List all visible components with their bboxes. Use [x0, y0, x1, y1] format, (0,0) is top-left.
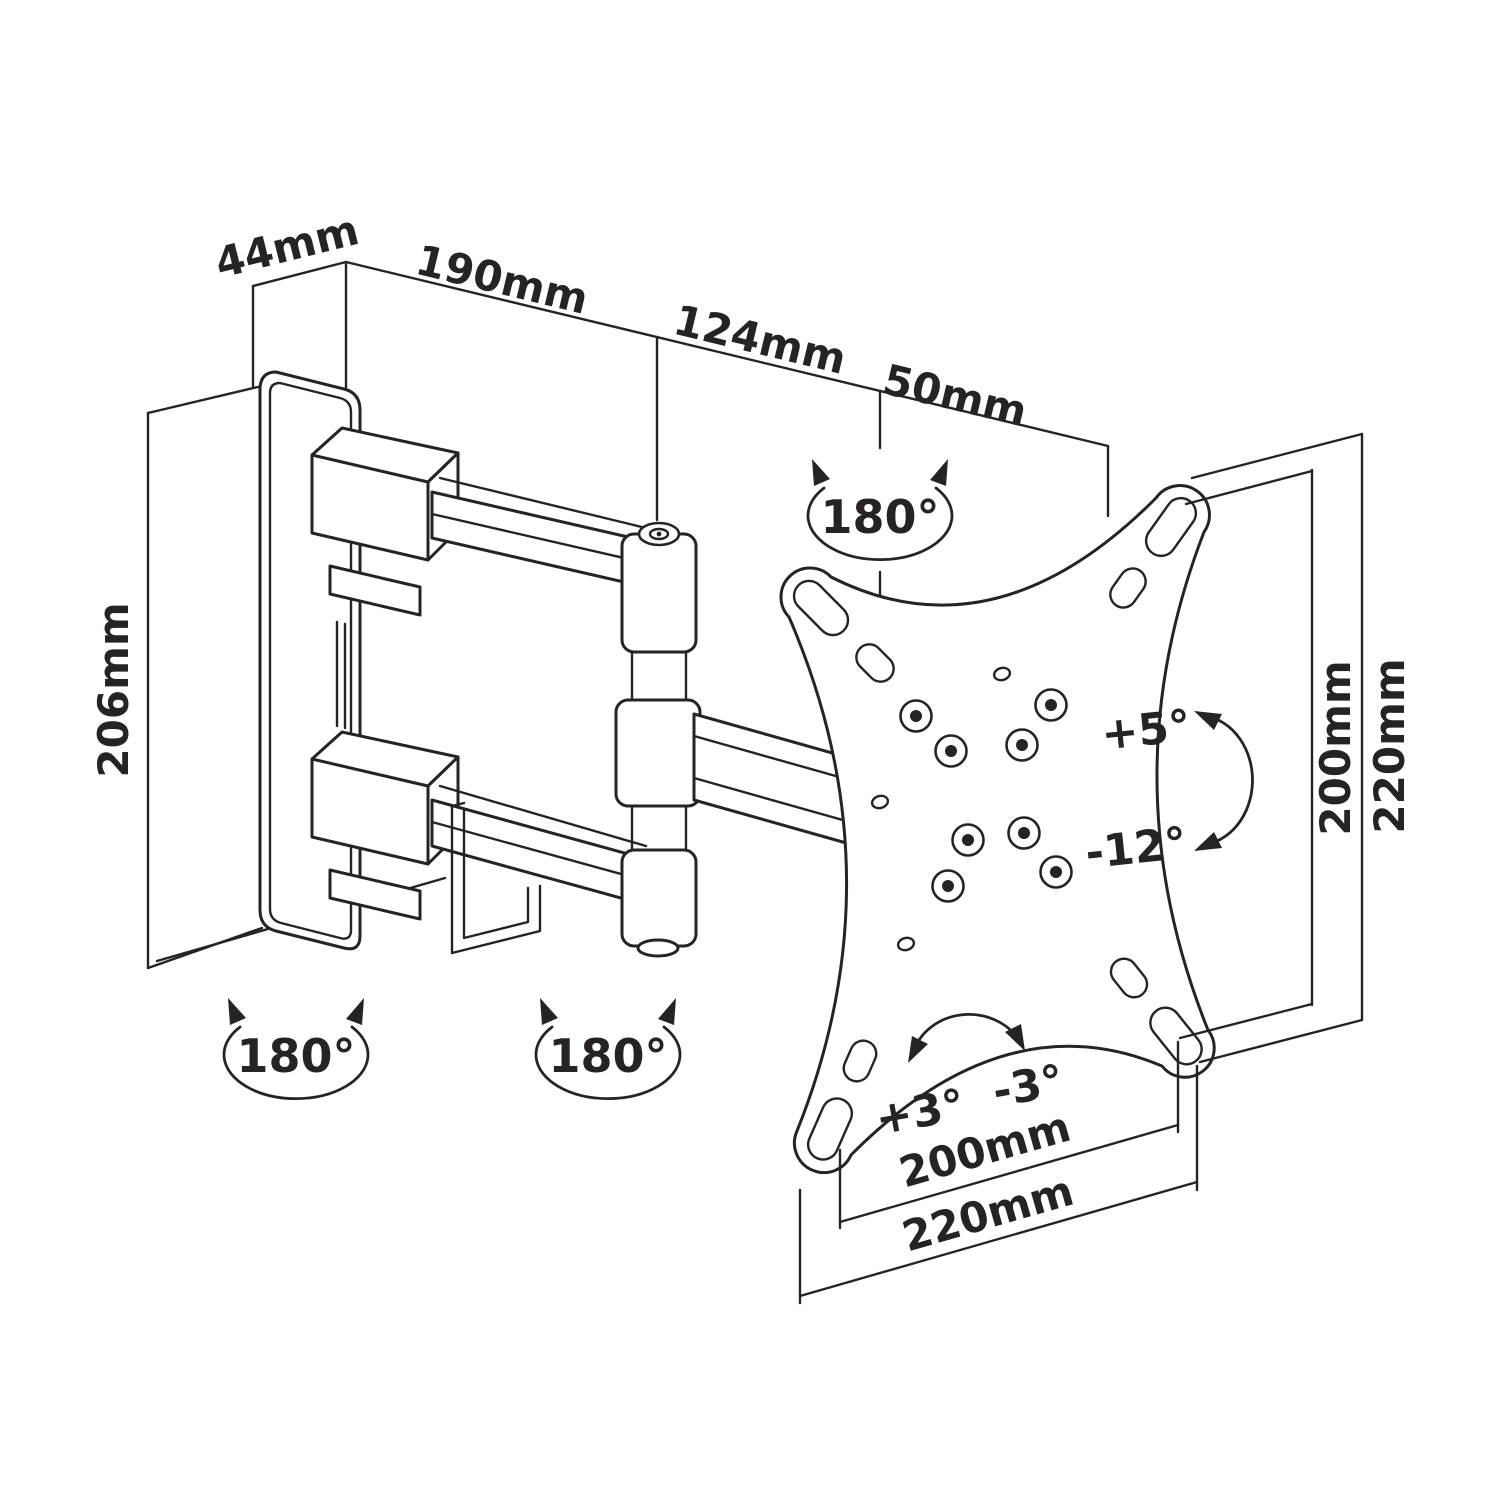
second-arm [692, 712, 866, 850]
vesa-slot-lr-tip [1149, 1006, 1203, 1066]
dimension-lines-right-bottom [798, 432, 1364, 1305]
upper-block-bracket-tab [328, 564, 422, 617]
screw-center [1016, 739, 1028, 751]
dim-124mm-label: 124mm [669, 295, 851, 384]
dim-ext-206-top [146, 384, 264, 415]
swivel-arc-wall [222, 1025, 370, 1101]
upper-arm-top-edge [438, 476, 648, 530]
swivel-elbow-label: 180° [548, 1029, 667, 1083]
screw-center [942, 880, 954, 892]
swivel-head-label: 180° [820, 490, 939, 544]
tilt-down-label: -12° [1083, 818, 1189, 879]
arrow-icon [540, 998, 558, 1025]
elbow-top-cap [620, 532, 698, 654]
dim-190mm-label: 190mm [411, 235, 593, 324]
rotation-annotations [222, 459, 1254, 1101]
vesa-slot-ll-tip [806, 1097, 854, 1161]
upper-arm-mid-line [430, 512, 652, 566]
cable-clip [450, 801, 542, 955]
screw-center [1018, 827, 1030, 839]
tilt-up-label: +5° [1099, 700, 1193, 760]
screw-center [910, 710, 922, 722]
arrow-icon [908, 1036, 928, 1063]
dim-44mm-label: 44mm [210, 205, 364, 288]
swivel-arc-head [806, 486, 954, 562]
dim-ext-right-inner-bottom [1178, 1002, 1314, 1040]
screw-center [1045, 699, 1057, 711]
vesa-slot-ul-mid [855, 643, 895, 683]
cable-clip-top [450, 801, 466, 808]
dim-206mm-label: 206mm [89, 602, 138, 777]
arrow-icon [1194, 832, 1222, 851]
screw-center [945, 745, 957, 757]
vesa-small-hole-1 [870, 794, 890, 810]
cable-clip-outer [450, 804, 542, 955]
dim-right-200mm-label: 200mm [1311, 660, 1360, 835]
tilt-arc [1200, 714, 1254, 847]
vesa-slot-lr-mid [1109, 957, 1149, 999]
elbow-column [614, 521, 702, 958]
dim-50mm-label: 50mm [878, 355, 1031, 437]
arrow-icon [812, 459, 830, 486]
lower-arm-mid-line [430, 820, 652, 884]
second-arm-line-2 [692, 776, 866, 828]
dim-line-bottom-outer [798, 1180, 1199, 1298]
vesa-slot-ll-mid [842, 1039, 878, 1083]
vesa-slot-ur-mid [1109, 567, 1147, 609]
lower-block-front-face [310, 757, 430, 866]
dim-ext-right-outer-bottom [1198, 1018, 1364, 1064]
screw-center [1050, 866, 1062, 878]
column-collar [614, 698, 702, 808]
dim-line-bottom-inner [838, 1123, 1180, 1224]
vesa-small-hole-2 [992, 666, 1012, 682]
elbow-foot [636, 938, 680, 958]
vesa-slot-ur-tip [1144, 496, 1198, 558]
level-neg-label: -3° [989, 1055, 1068, 1118]
swivel-arc-elbow [534, 1025, 682, 1101]
arrow-icon [1005, 1024, 1025, 1051]
screw-center [962, 834, 974, 846]
wall-plate-slot [335, 620, 347, 730]
level-arc [911, 1013, 1021, 1055]
vesa-small-hole-3 [896, 936, 916, 952]
swivel-wall-label: 180° [236, 1029, 355, 1083]
upper-block-front-face [310, 453, 430, 562]
arrow-icon [930, 459, 948, 486]
second-arm-line-1 [692, 734, 866, 786]
lower-block-bracket-tab [328, 868, 422, 921]
lower-arm-top-edge [438, 784, 648, 848]
arrow-icon [658, 998, 676, 1025]
arrow-icon [346, 998, 364, 1025]
vesa-slot-ul-tip [792, 579, 850, 637]
wall-plate-inner-edge [268, 381, 353, 940]
cable-clip-inner [462, 807, 530, 940]
elbow-screw-dot [656, 531, 662, 537]
arrow-icon [1194, 711, 1222, 730]
elbow-bottom-cap [620, 848, 698, 948]
arrow-icon [228, 998, 246, 1025]
vesa-screws [899, 688, 1073, 903]
dim-right-220mm-label: 220mm [1365, 658, 1414, 833]
dim-ext-right-outer-top [1190, 432, 1364, 480]
dim-ext-right-inner-top [1184, 469, 1314, 506]
vesa-plate [779, 484, 1216, 1175]
